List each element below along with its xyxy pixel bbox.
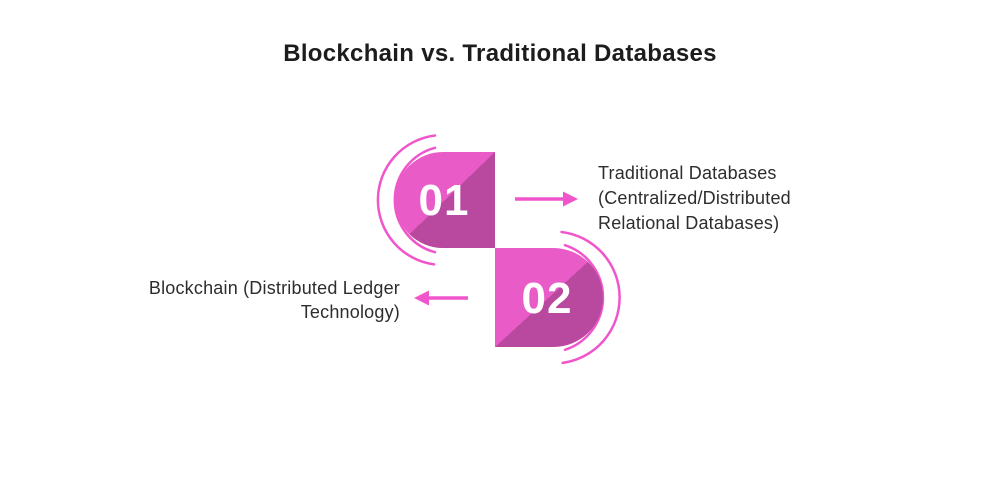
label-line: Relational Databases)	[598, 213, 780, 233]
step-02-outer-arc	[560, 230, 621, 365]
page-title: Blockchain vs. Traditional Databases	[283, 40, 717, 67]
step-02-number: 02	[522, 274, 573, 323]
label-line: (Centralized/Distributed	[598, 188, 791, 208]
step-02-label: Blockchain (Distributed Ledger Technolog…	[149, 276, 400, 324]
arrow-right-icon	[515, 191, 578, 207]
step-02-shape	[495, 248, 603, 347]
step-01-outer-arc	[376, 134, 437, 266]
step-01-number: 01	[419, 176, 470, 225]
arrow-left-icon	[414, 290, 468, 306]
step-01-inner-arc	[393, 146, 437, 254]
step-01-shape	[395, 152, 495, 248]
label-line: Traditional Databases	[598, 163, 777, 183]
label-line: Blockchain (Distributed Ledger	[148, 278, 400, 298]
label-line: Technology)	[300, 302, 400, 322]
step-01-label: Traditional Databases (Centralized/Distr…	[598, 161, 791, 236]
